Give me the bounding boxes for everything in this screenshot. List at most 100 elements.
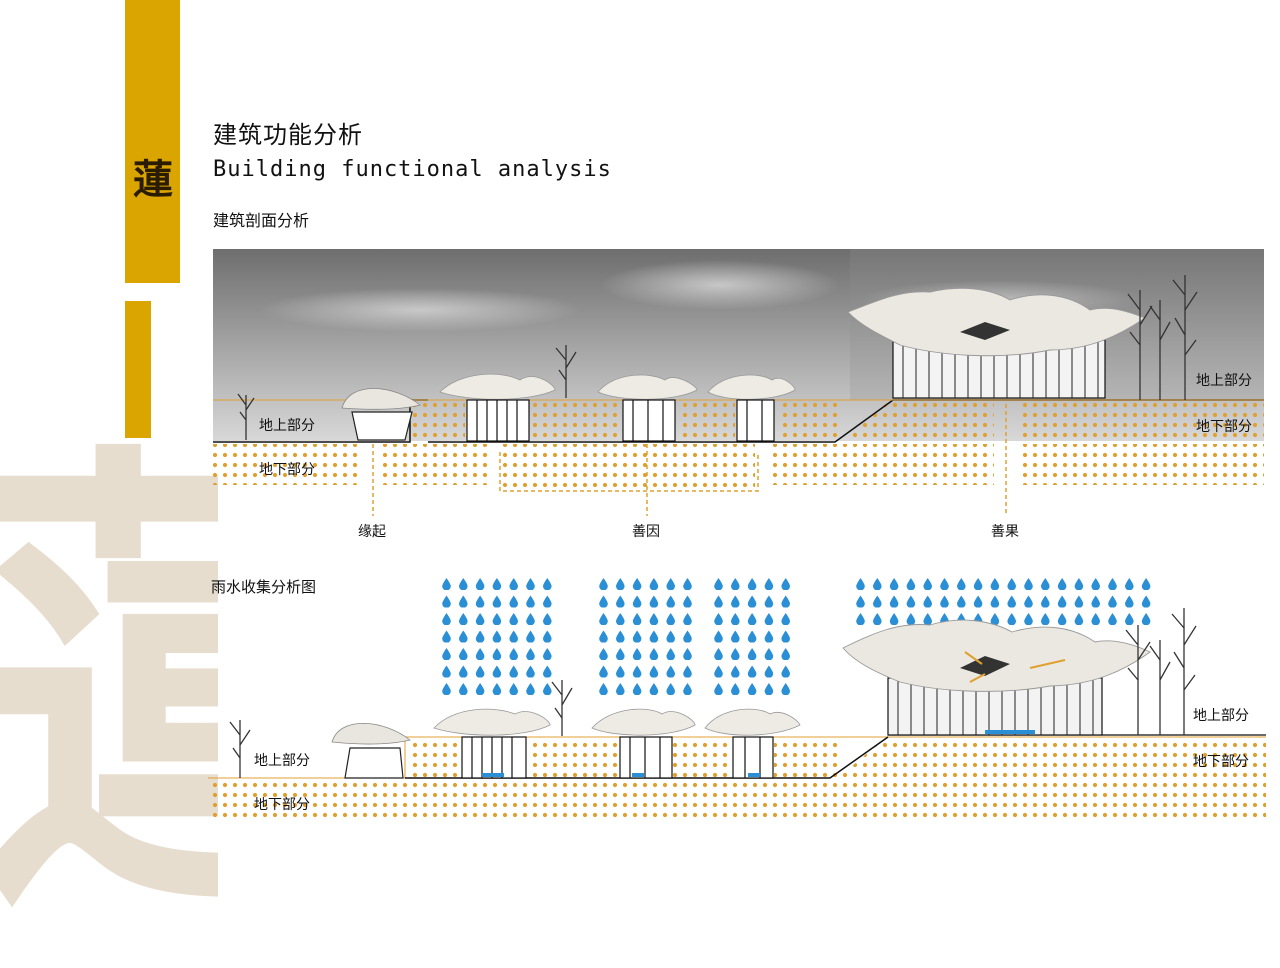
rain-drop bbox=[1007, 613, 1016, 625]
rain-drop bbox=[543, 648, 552, 660]
lotus-unit-3 bbox=[704, 708, 801, 779]
rain-drop bbox=[781, 578, 790, 590]
rain-drop bbox=[632, 578, 642, 590]
label-above-ground-left: 地上部分 bbox=[259, 418, 315, 434]
rain-drop bbox=[1108, 595, 1117, 608]
pavilion-left bbox=[341, 388, 421, 441]
rain-drop bbox=[781, 665, 790, 678]
rain-drop bbox=[990, 578, 1000, 590]
label-below-ground-left: 地下部分 bbox=[254, 797, 310, 813]
soil-dots bbox=[679, 400, 735, 441]
rain-drop bbox=[543, 595, 552, 608]
rain-drop bbox=[1024, 578, 1033, 590]
rain-drop bbox=[747, 595, 757, 608]
label-below-ground-right: 地下部分 bbox=[1196, 419, 1252, 435]
rain-drop bbox=[442, 613, 451, 625]
rain-drop bbox=[1108, 613, 1117, 625]
rain-drop bbox=[509, 578, 518, 590]
rain-drop bbox=[1074, 578, 1084, 590]
diagram-canvas bbox=[208, 249, 1266, 818]
page-title: 建筑功能分析 bbox=[213, 121, 363, 149]
rain-drop bbox=[940, 595, 949, 608]
rain-drop bbox=[747, 578, 757, 590]
rain-drop bbox=[442, 648, 451, 660]
rain-drop bbox=[940, 578, 949, 590]
rain-drop bbox=[1024, 613, 1033, 625]
zone-label-cause: 善因 bbox=[632, 524, 660, 540]
rain-drop bbox=[459, 683, 468, 695]
soil-dots bbox=[768, 443, 994, 485]
rain-drop bbox=[1007, 595, 1016, 608]
rain-drop bbox=[526, 683, 535, 695]
lotus-unit-1 bbox=[439, 373, 556, 442]
rain-drop bbox=[475, 665, 485, 678]
rain-drop bbox=[683, 630, 692, 643]
rain-drop bbox=[459, 630, 468, 643]
rain-drop bbox=[632, 648, 642, 660]
rain-drop bbox=[649, 648, 659, 660]
rain-drop bbox=[1057, 613, 1067, 625]
rain-drop bbox=[616, 630, 625, 643]
rain-drop bbox=[957, 578, 966, 590]
rain-drop bbox=[764, 630, 774, 643]
rain-drop bbox=[906, 578, 916, 590]
rain-drop bbox=[666, 683, 675, 695]
rain-drop bbox=[714, 683, 723, 695]
rain-drop bbox=[683, 683, 692, 695]
trees bbox=[229, 608, 1197, 778]
trees bbox=[237, 275, 1198, 440]
rain-drop bbox=[747, 613, 757, 625]
rain-drop bbox=[1074, 613, 1084, 625]
rain-drop bbox=[906, 613, 916, 625]
section1-diagram bbox=[213, 249, 1264, 516]
rain-drop bbox=[543, 683, 552, 695]
rain-drop bbox=[731, 648, 740, 660]
rain-drop bbox=[632, 683, 642, 695]
rain-drop bbox=[632, 665, 642, 678]
rain-drop bbox=[492, 630, 502, 643]
soil-dots bbox=[413, 400, 465, 441]
rain-drop bbox=[475, 630, 485, 643]
rain-drop bbox=[923, 578, 932, 590]
rain-drop bbox=[906, 595, 916, 608]
rain-drop bbox=[764, 613, 774, 625]
rain-drop bbox=[747, 683, 757, 695]
rain-drop bbox=[632, 595, 642, 608]
rain-drop bbox=[459, 613, 468, 625]
rain-drop bbox=[509, 665, 518, 678]
rain-drop bbox=[649, 630, 659, 643]
gold-bar-top bbox=[125, 0, 180, 283]
rain-drop bbox=[1141, 613, 1151, 625]
rain-drop bbox=[781, 648, 790, 660]
rain-drop bbox=[1041, 578, 1050, 590]
rain-drop bbox=[666, 630, 675, 643]
section1-title: 建筑剖面分析 bbox=[213, 211, 310, 230]
cloud bbox=[600, 260, 840, 310]
watermark-glyph: 蓮 bbox=[0, 408, 218, 968]
rain-drop bbox=[1024, 595, 1033, 608]
rain-drop bbox=[616, 648, 625, 660]
zone-label-origin: 缘起 bbox=[358, 524, 386, 540]
rain-drop bbox=[856, 595, 865, 608]
rain-drop bbox=[764, 665, 774, 678]
rain-drop bbox=[1057, 595, 1067, 608]
soil-dots bbox=[408, 737, 460, 778]
label-below-ground-right: 地下部分 bbox=[1193, 754, 1249, 770]
rain-drop bbox=[599, 578, 608, 590]
rain-drop bbox=[731, 665, 740, 678]
rain-drop bbox=[649, 683, 659, 695]
rain-drop bbox=[1007, 578, 1016, 590]
rain-drop bbox=[666, 595, 675, 608]
rain-drop bbox=[666, 613, 675, 625]
pavilion-left bbox=[331, 723, 411, 779]
rain-drop bbox=[543, 630, 552, 643]
rain-drop bbox=[459, 665, 468, 678]
rain-drop bbox=[526, 595, 535, 608]
zone-brackets bbox=[372, 404, 1007, 516]
rain-drop bbox=[683, 648, 692, 660]
rain-drop bbox=[747, 648, 757, 660]
rain-drop bbox=[764, 578, 774, 590]
rain-drop bbox=[1141, 595, 1151, 608]
rain-drop bbox=[781, 683, 790, 695]
rain-drop bbox=[1125, 578, 1134, 590]
